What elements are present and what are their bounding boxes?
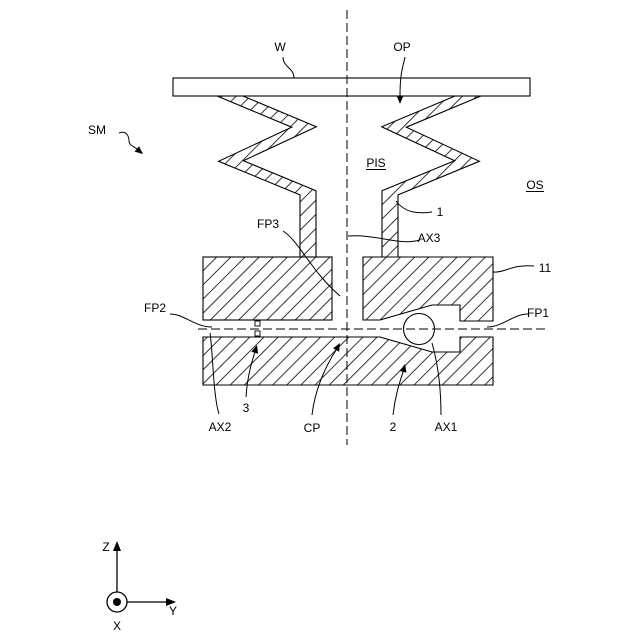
- label-fp2: FP2: [144, 301, 166, 315]
- label-cp: CP: [304, 421, 321, 435]
- axis-label-x: X: [113, 619, 121, 633]
- label-ax3: AX3: [418, 231, 441, 245]
- spacer-upper: [255, 321, 260, 326]
- label-pis: PIS: [366, 156, 385, 170]
- label-sm: SM: [88, 123, 106, 137]
- spacer-lower: [255, 331, 260, 336]
- axis-label-z: Z: [102, 540, 109, 554]
- label-fp1: FP1: [527, 306, 549, 320]
- label-op: OP: [393, 40, 410, 54]
- label-1: 1: [437, 205, 444, 219]
- label-11: 11: [539, 261, 552, 275]
- axis-label-y: Y: [169, 604, 177, 618]
- label-ax2: AX2: [209, 420, 232, 434]
- x-axis-dot-icon: [113, 598, 121, 606]
- label-2: 2: [390, 420, 397, 434]
- label-ax1: AX1: [435, 420, 458, 434]
- plate: [173, 78, 530, 96]
- label-3: 3: [243, 401, 250, 415]
- label-fp3: FP3: [257, 217, 279, 231]
- label-os: OS: [526, 178, 543, 192]
- label-w: W: [274, 40, 286, 54]
